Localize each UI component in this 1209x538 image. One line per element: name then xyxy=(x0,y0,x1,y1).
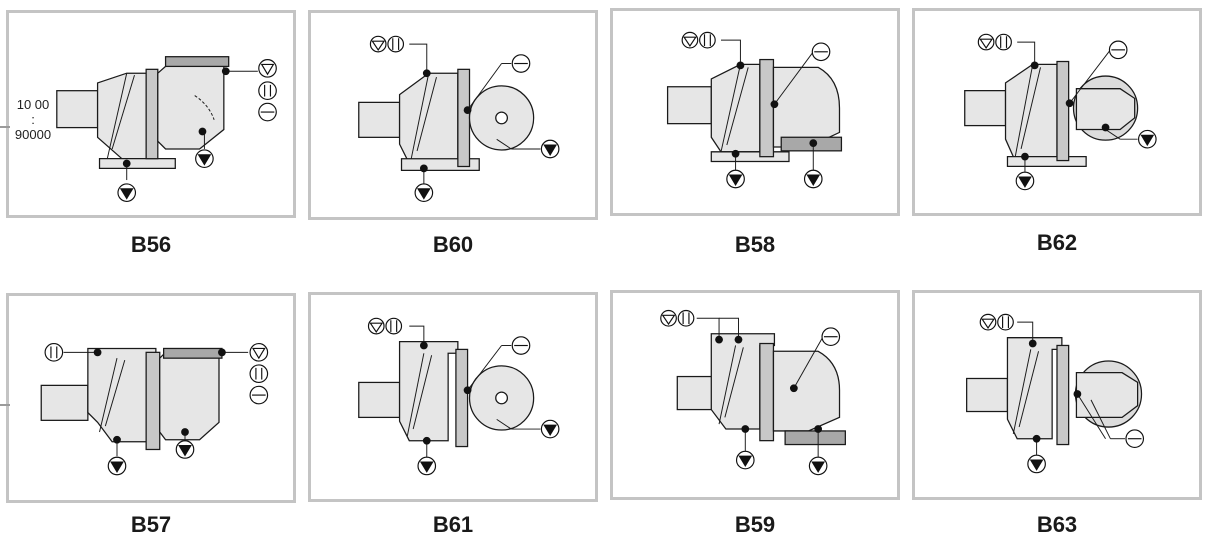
level-plug-icon xyxy=(385,317,403,335)
drain-plug-icon xyxy=(821,327,841,347)
ratio-label: 10 00 : 90000 xyxy=(11,97,55,142)
gearbox-b59-diagram xyxy=(660,309,846,476)
ratio-top: 10 00 xyxy=(16,97,50,112)
drain-plug-icon xyxy=(249,385,269,405)
breather-icon xyxy=(249,343,269,362)
drain-plug-icon xyxy=(258,102,277,122)
panel-b58 xyxy=(610,8,900,216)
gearbox-b56-diagram xyxy=(56,56,277,202)
drain-plug-icon xyxy=(511,54,531,73)
fill-plug-icon xyxy=(735,450,828,476)
level-plug-icon xyxy=(995,33,1012,51)
level-plug-icon xyxy=(997,313,1014,331)
breather-icon xyxy=(258,59,277,78)
panel-b57 xyxy=(6,293,296,503)
caption-b56: B56 xyxy=(130,232,172,257)
panel-b60 xyxy=(308,10,598,220)
level-plug-icon xyxy=(258,81,277,101)
breather-icon xyxy=(977,33,995,51)
breather-icon xyxy=(660,309,677,327)
breather-icon xyxy=(681,31,699,49)
panel-b63 xyxy=(912,290,1202,500)
panel-b59 xyxy=(610,290,900,500)
gearbox-b61-diagram xyxy=(358,317,560,476)
fill-plug-icon xyxy=(117,149,214,202)
level-plug-icon xyxy=(249,364,269,384)
caption-b60: B60 xyxy=(432,232,474,257)
panel-b62 xyxy=(912,8,1202,216)
drain-plug-icon xyxy=(811,42,831,62)
panel-b61 xyxy=(308,292,598,502)
level-plug-icon xyxy=(699,31,716,49)
breather-icon xyxy=(979,313,997,331)
fill-plug-icon xyxy=(1015,129,1157,191)
gearbox-b62-diagram xyxy=(964,33,1157,191)
caption-b63: B63 xyxy=(1036,512,1078,537)
ratio-bottom: 90000 xyxy=(14,127,52,142)
edge-mark xyxy=(0,404,10,406)
gearbox-b58-diagram xyxy=(666,31,843,189)
drain-plug-icon xyxy=(1125,429,1145,449)
panel-b56: 10 00 : 90000 xyxy=(6,10,296,218)
caption-b58: B58 xyxy=(734,232,776,257)
level-plug-icon xyxy=(387,35,405,53)
fill-plug-icon xyxy=(726,169,823,189)
level-plug-icon xyxy=(44,343,64,362)
caption-b62: B62 xyxy=(1036,230,1078,255)
gearbox-b60-diagram xyxy=(358,35,560,203)
edge-mark xyxy=(0,126,10,128)
caption-b57: B57 xyxy=(130,512,172,537)
gearbox-b63-diagram xyxy=(966,313,1145,474)
ratio-dots: : xyxy=(31,112,35,127)
drain-plug-icon xyxy=(1108,40,1128,60)
fill-plug-icon xyxy=(417,419,560,476)
breather-icon xyxy=(367,317,385,335)
drain-plug-icon xyxy=(511,336,531,355)
fill-plug-icon xyxy=(107,440,195,476)
fill-plug-icon xyxy=(414,139,560,203)
gearbox-b57-diagram xyxy=(40,343,269,476)
level-plug-icon xyxy=(677,309,695,327)
caption-b59: B59 xyxy=(734,512,776,537)
caption-b61: B61 xyxy=(432,512,474,537)
fill-plug-icon xyxy=(1027,454,1046,474)
breather-icon xyxy=(369,35,387,53)
